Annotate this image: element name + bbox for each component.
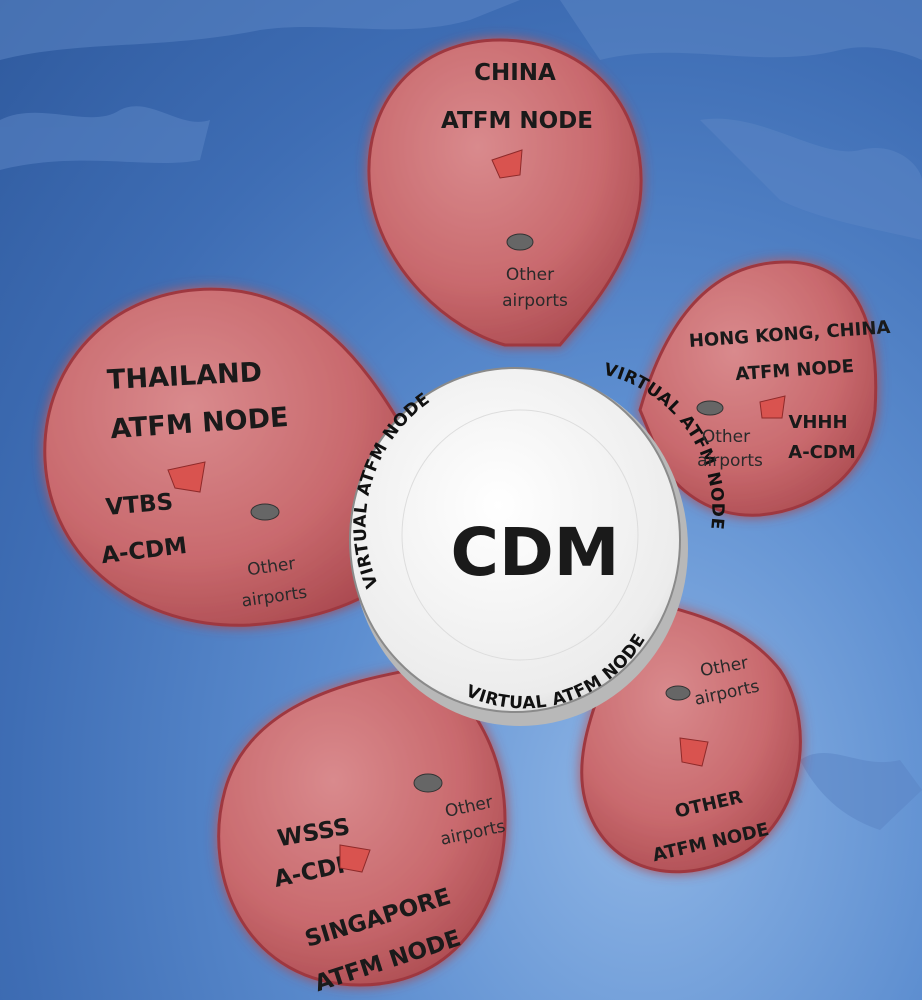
hong-kong-petal — [638, 260, 878, 517]
hong-kong-other-label-1: Other — [702, 427, 750, 447]
hong-kong-acdm-2: A-CDM — [788, 442, 855, 463]
singapore-petal — [217, 668, 507, 987]
plane-icon — [679, 737, 709, 767]
hong-kong-other-label-2: airports — [697, 451, 763, 471]
thailand-acdm-1: VTBS — [105, 489, 175, 521]
plane-icon — [339, 844, 371, 873]
china-petal — [367, 38, 643, 347]
china-title: CHINA — [474, 60, 556, 86]
plane-icon — [491, 149, 523, 179]
china-other-label-1: Other — [506, 265, 554, 285]
cdm-hub: CDM VIRTUAL ATFM NODE VIRTUAL ATFM NODE … — [349, 360, 727, 726]
cdm-label: CDM — [451, 514, 620, 591]
plane-icon — [759, 395, 786, 419]
airport-marker-icon — [665, 685, 691, 701]
china-subtitle: ATFM NODE — [441, 108, 593, 134]
thailand-petal — [43, 287, 412, 627]
china-other-label-2: airports — [502, 291, 568, 311]
world-map-background — [0, 0, 922, 830]
plane-icon — [167, 461, 206, 493]
airport-marker-icon — [250, 503, 280, 521]
hong-kong-acdm-1: VHHH — [788, 412, 847, 433]
airport-marker-icon — [413, 773, 443, 793]
airport-marker-icon — [696, 400, 724, 416]
airport-marker-icon — [506, 233, 534, 251]
